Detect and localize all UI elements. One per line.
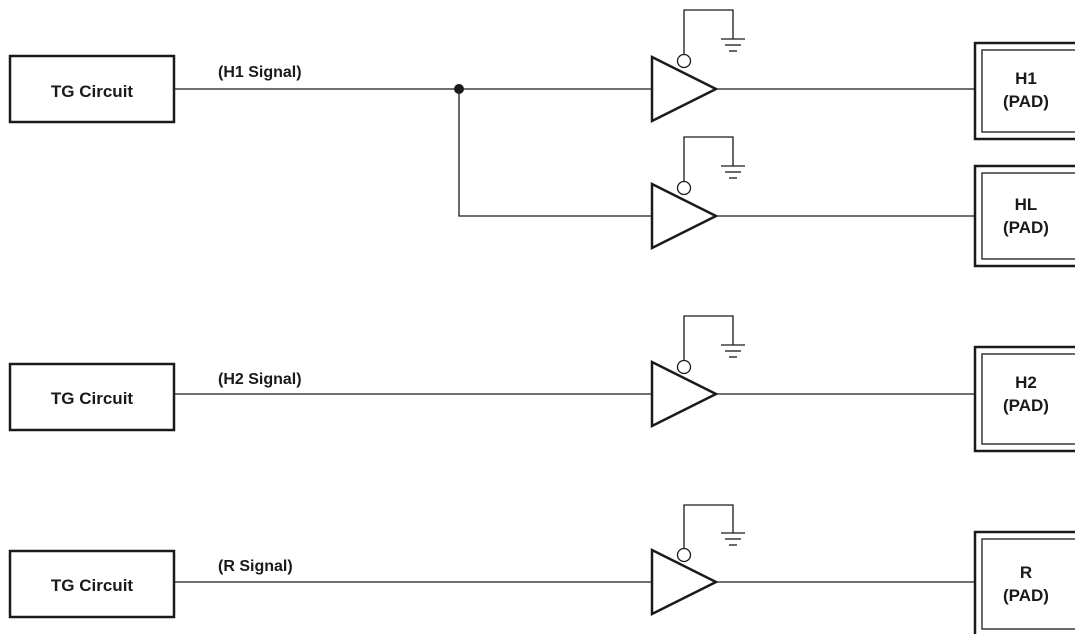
ground-icon <box>676 9 745 69</box>
ground-icon <box>676 315 745 375</box>
pad-h1: H1 (PAD) <box>973 41 1075 141</box>
signal-label-h2: (H2 Signal) <box>218 371 302 388</box>
signal-label-r: (R Signal) <box>218 558 293 575</box>
pad-name: H2 <box>1015 373 1037 392</box>
junction-dot <box>454 84 464 94</box>
tg-circuit-label: TG Circuit <box>51 576 134 595</box>
wire-h1 <box>174 88 652 217</box>
buffer-h1 <box>650 9 975 124</box>
tg-circuit-label: TG Circuit <box>51 82 134 101</box>
ground-icon <box>676 136 745 196</box>
tg-circuit-block-h1: TG Circuit <box>8 54 176 124</box>
tg-circuit-label: TG Circuit <box>51 389 134 408</box>
pad-name: HL <box>1015 195 1038 214</box>
pad-sub: (PAD) <box>1003 92 1049 111</box>
pad-name: R <box>1020 563 1032 582</box>
pad-sub: (PAD) <box>1003 586 1049 605</box>
pad-r: R (PAD) <box>973 530 1075 634</box>
pad-name: H1 <box>1015 69 1037 88</box>
tg-circuit-block-r: TG Circuit <box>8 549 176 619</box>
buffer-r <box>650 504 975 617</box>
pad-sub: (PAD) <box>1003 218 1049 237</box>
ground-icon <box>676 504 745 563</box>
tg-circuit-block-h2: TG Circuit <box>8 362 176 432</box>
signal-label-h1: (H1 Signal) <box>218 64 302 81</box>
buffer-h2 <box>650 315 975 429</box>
pad-h2: H2 (PAD) <box>973 345 1075 453</box>
pad-hl: HL (PAD) <box>973 164 1075 268</box>
buffer-hl <box>650 136 975 251</box>
pad-sub: (PAD) <box>1003 396 1049 415</box>
